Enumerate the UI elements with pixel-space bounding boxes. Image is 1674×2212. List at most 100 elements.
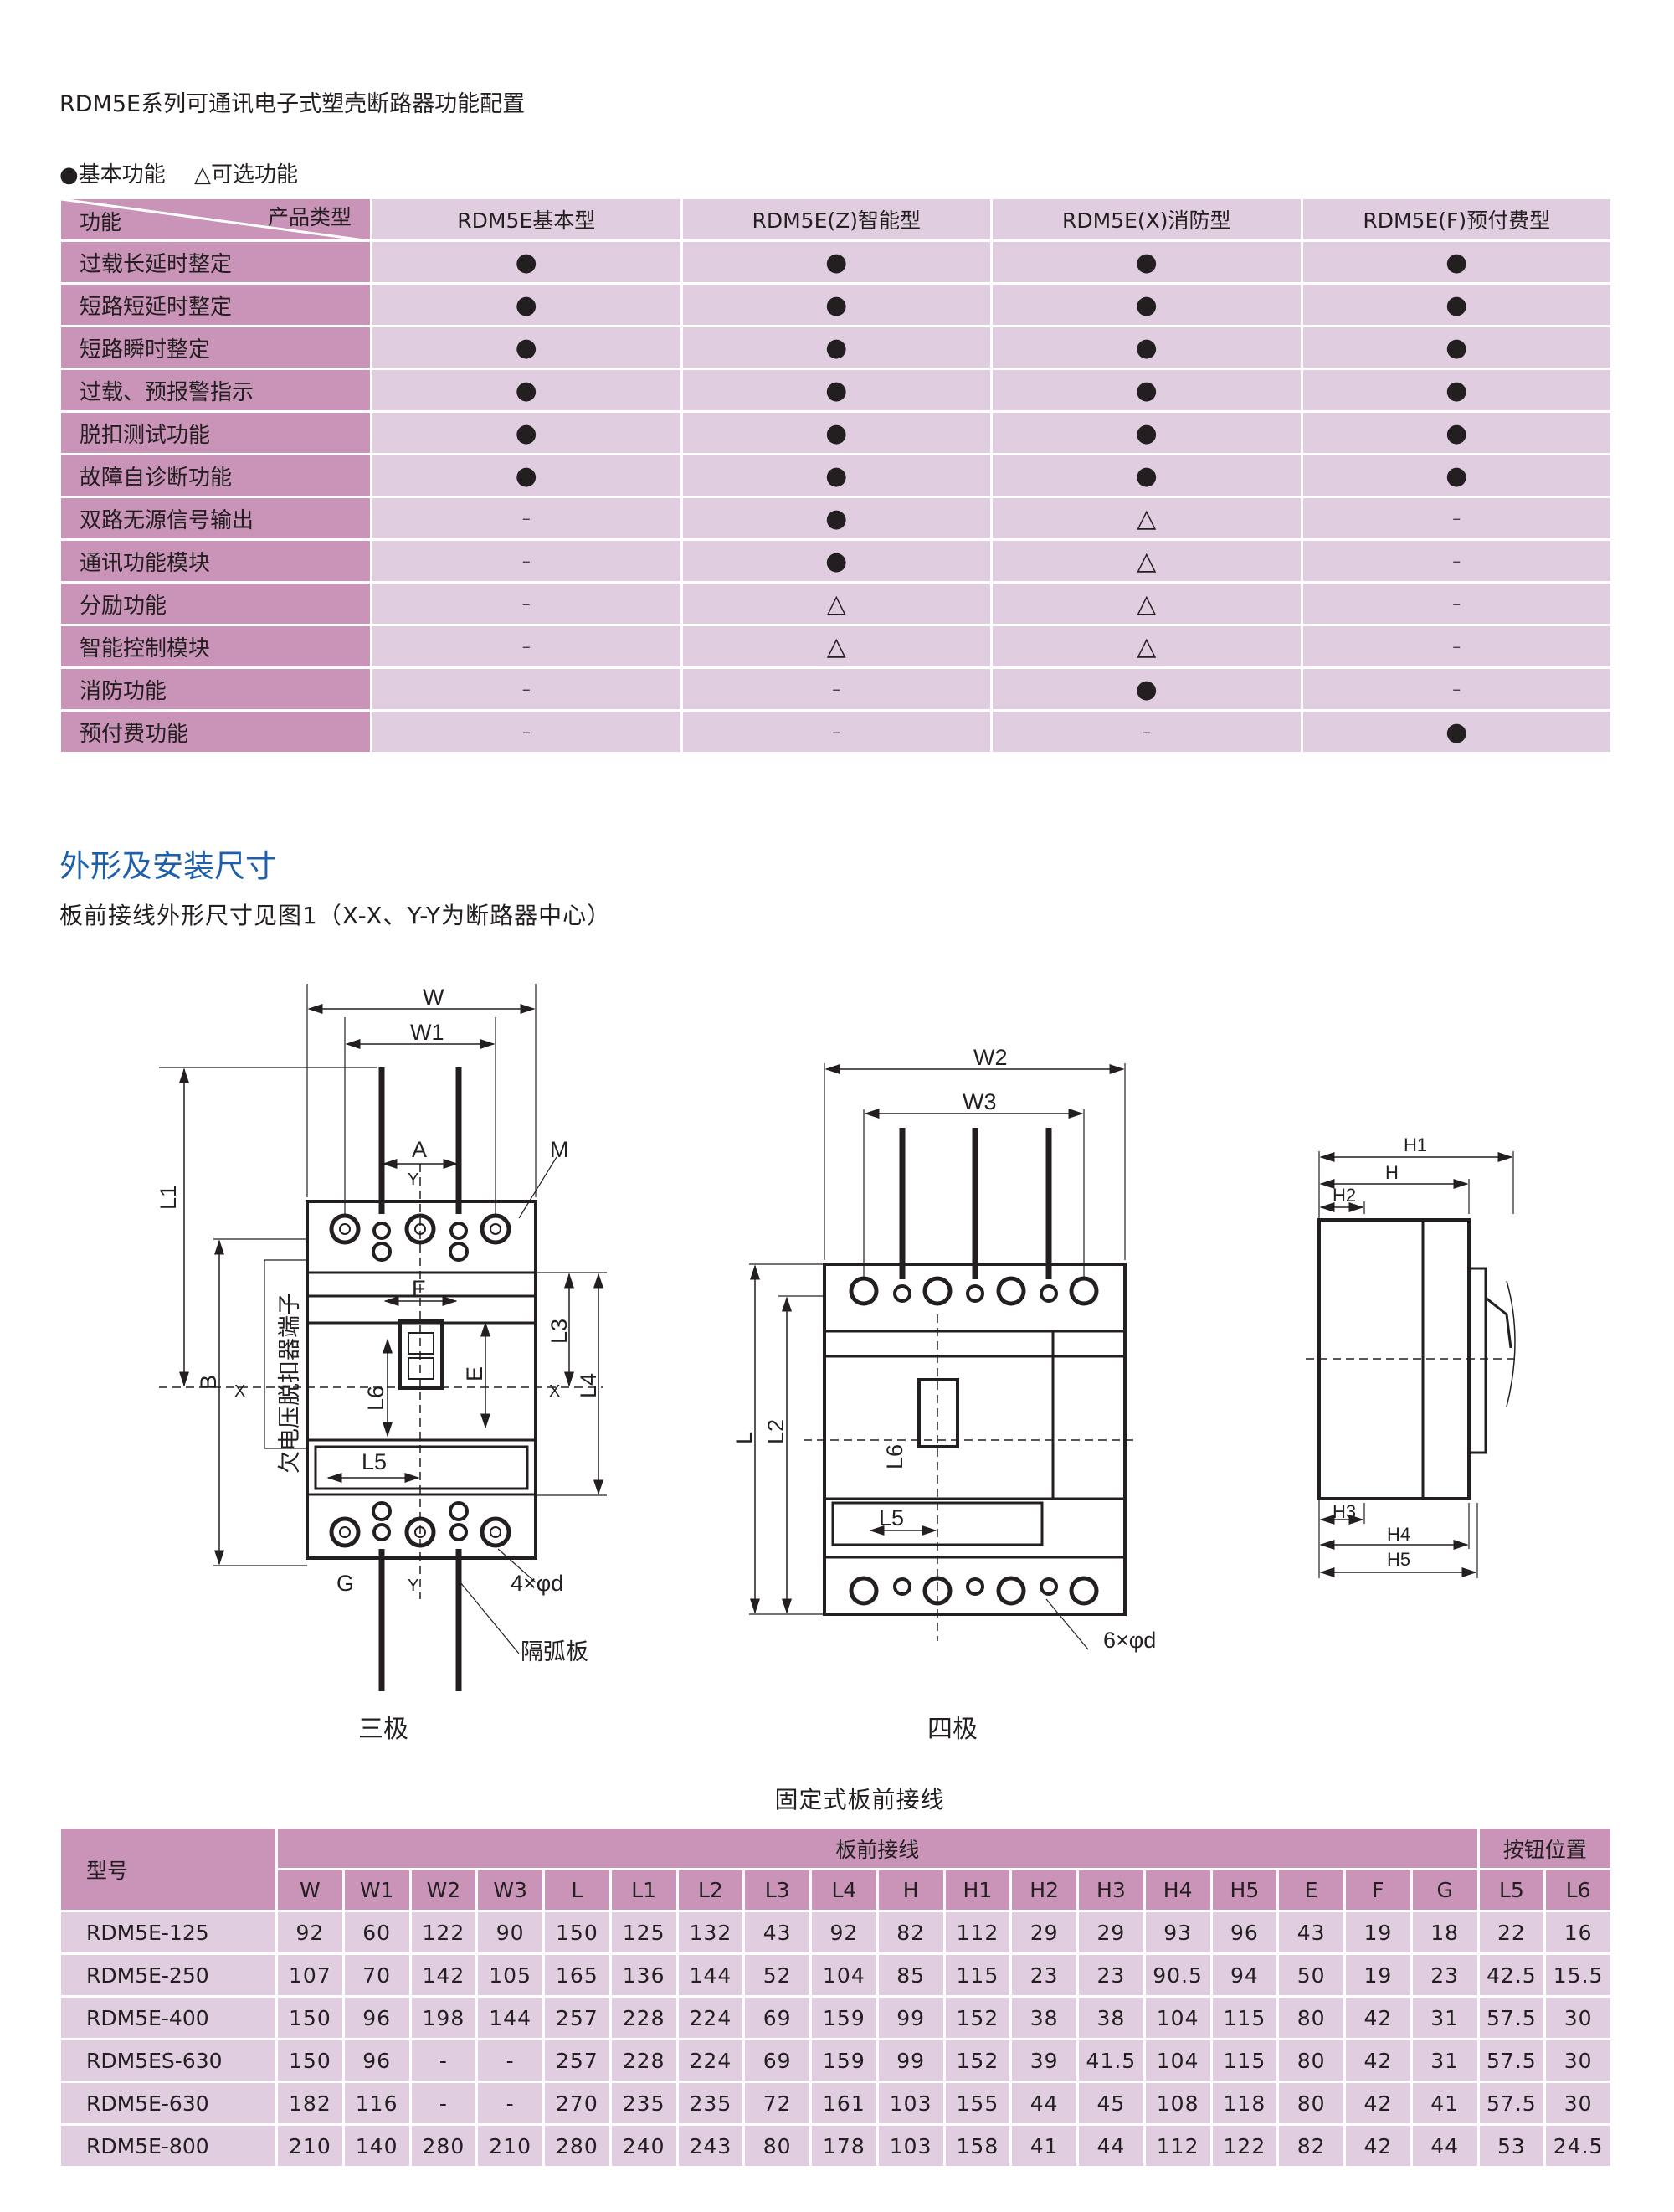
dimension-value: 57.5 [1476, 2038, 1547, 2083]
optional-function-mark: △ [990, 581, 1303, 626]
basic-function-mark: ● [990, 453, 1303, 498]
function-row: 过载、预报警指示●●●● [59, 368, 1613, 413]
dimension-value: 103 [876, 2123, 946, 2168]
dimension-value: 235 [608, 2081, 679, 2126]
dimension-column-header: W3 [475, 1868, 545, 1912]
dimension-value: 23 [1410, 1952, 1480, 1998]
dimension-value: 150 [275, 2038, 345, 2083]
label-M: M [550, 1137, 569, 1162]
function-label: 功能 [80, 210, 122, 234]
label-L1: L1 [156, 1185, 181, 1210]
basic-function-mark: ● [370, 325, 683, 370]
basic-function-mark: ● [1300, 325, 1613, 370]
basic-function-mark: ● [680, 410, 993, 455]
dimension-value: 125 [608, 1910, 679, 1955]
dimension-value: 44 [1410, 2123, 1480, 2168]
corner-header-cell: 产品类型 功能 [59, 197, 372, 242]
dimension-value: 80 [1276, 2038, 1346, 2083]
function-row: 双路无源信号输出–●△– [59, 496, 1613, 541]
dimension-value: 92 [275, 1910, 345, 1955]
label-L: L [732, 1432, 757, 1444]
dimension-value: 90.5 [1143, 1952, 1213, 1998]
dimension-value: 103 [876, 2081, 946, 2126]
dimension-value: 122 [408, 1910, 479, 1955]
dimension-column-header: W2 [408, 1868, 479, 1912]
not-available-mark: – [370, 496, 683, 541]
basic-function-mark: ● [1300, 239, 1613, 285]
dimension-value: 92 [809, 1910, 879, 1955]
label-L2: L2 [763, 1419, 788, 1444]
function-row: 分励功能–△△– [59, 581, 1613, 626]
dimension-value: 30 [1543, 1995, 1613, 2040]
dimension-column-header: H3 [1076, 1868, 1146, 1912]
dimension-value: 228 [608, 2038, 679, 2083]
not-available-mark: – [370, 538, 683, 584]
dimension-value: 57.5 [1476, 2081, 1547, 2126]
dimension-value: 96 [1209, 1910, 1280, 1955]
dimension-value: 42 [1343, 2081, 1413, 2126]
dimension-value: 82 [1276, 2123, 1346, 2168]
dimension-value: 132 [675, 1910, 746, 1955]
dimension-value: 52 [742, 1952, 812, 1998]
dimension-value: 112 [942, 1910, 1013, 1955]
function-name: 分励功能 [59, 581, 372, 626]
dimension-value: 115 [1209, 1995, 1280, 2040]
symbol-legend: ●基本功能 △可选功能 [59, 157, 320, 188]
dimension-value: 60 [341, 1910, 412, 1955]
basic-function-mark: ● [1300, 410, 1613, 455]
dimension-table-caption: 固定式板前接线 [774, 1786, 945, 1813]
dimension-value: 42 [1343, 1995, 1413, 2040]
dimension-value: 116 [341, 2081, 412, 2126]
dimension-column-header: L3 [742, 1868, 812, 1912]
dimension-value: 23 [1009, 1952, 1079, 1998]
dimension-value: 42 [1343, 2038, 1413, 2083]
dimension-value: 44 [1009, 2081, 1079, 2126]
dimension-value: 42.5 [1476, 1952, 1547, 1998]
caption-four-pole: 四极 [927, 1716, 978, 1743]
function-name: 预付费功能 [59, 709, 372, 754]
label-H5: H5 [1387, 1549, 1410, 1570]
basic-function-mark: ● [990, 410, 1303, 455]
optional-function-mark: △ [680, 624, 993, 669]
product-type-label: 产品类型 [267, 205, 352, 229]
dimension-value: 150 [275, 1995, 345, 2040]
label-Y-bottom: Y [408, 1577, 418, 1595]
model-cell: RDM5E-250 [59, 1952, 278, 1998]
dimension-value: 161 [809, 2081, 879, 2126]
label-mounting-holes-4p: 6×φd [1103, 1628, 1156, 1653]
dimension-value: 257 [542, 1995, 612, 2040]
three-pole-drawing [159, 984, 607, 1691]
label-L5-4p: L5 [879, 1505, 904, 1530]
dimension-value: 136 [608, 1952, 679, 1998]
dimension-column-header: W [275, 1868, 345, 1912]
dimension-value: 96 [341, 2038, 412, 2083]
dimension-value: 104 [1143, 2038, 1213, 2083]
basic-function-mark: ● [680, 496, 993, 541]
function-row: 消防功能––●– [59, 666, 1613, 712]
label-mounting-holes-3p: 4×φd [511, 1571, 563, 1596]
not-available-mark: – [1300, 538, 1613, 584]
dimension-column-header: L6 [1543, 1868, 1613, 1912]
dimension-value: 107 [275, 1952, 345, 1998]
dimension-value: 41 [1009, 2123, 1079, 2168]
basic-function-mark: ● [370, 410, 683, 455]
dimension-column-header: H [876, 1868, 946, 1912]
label-E: E [462, 1366, 487, 1381]
dimension-value: 90 [475, 1910, 545, 1955]
dimension-value: 152 [942, 1995, 1013, 2040]
dimension-value: 31 [1410, 2038, 1480, 2083]
dimension-column-header: H1 [942, 1868, 1013, 1912]
dimension-value: - [475, 2081, 545, 2126]
model-cell: RDM5E-630 [59, 2081, 278, 2126]
dimension-value: 159 [809, 2038, 879, 2083]
function-name: 短路短延时整定 [59, 282, 372, 327]
dimension-value: 118 [1209, 2081, 1280, 2126]
function-row: 过载长延时整定●●●● [59, 239, 1613, 285]
dimension-value: 112 [1143, 2123, 1213, 2168]
dimension-value: 22 [1476, 1910, 1547, 1955]
label-X-left: X [234, 1382, 245, 1401]
dimension-column-header: L5 [1476, 1868, 1547, 1912]
